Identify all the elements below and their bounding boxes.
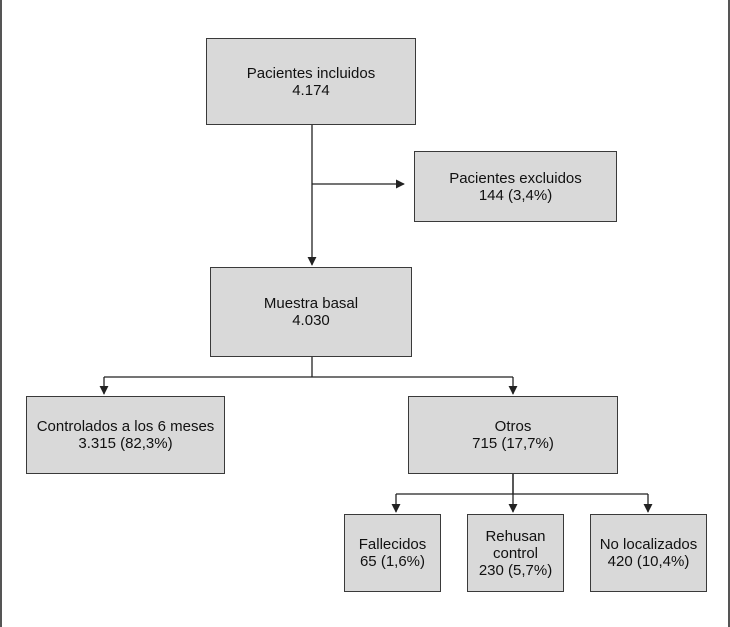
node-no-localizados: No localizados 420 (10,4%) — [590, 514, 707, 592]
node-value: 65 (1,6%) — [359, 553, 426, 570]
node-label: Muestra basal — [263, 295, 359, 312]
node-rehusan-control: Rehusan control 230 (5,7%) — [467, 514, 564, 592]
node-value: 4.174 — [292, 81, 330, 99]
node-otros: Otros 715 (17,7%) — [408, 396, 618, 474]
node-label: Fallecidos — [358, 536, 427, 553]
node-label-line1: Rehusan — [485, 527, 546, 545]
node-value: 420 (10,4%) — [607, 553, 690, 570]
node-value: 144 (3,4%) — [478, 186, 553, 204]
node-pacientes-excluidos: Pacientes excluidos 144 (3,4%) — [414, 151, 617, 222]
node-value: 3.315 (82,3%) — [78, 435, 173, 452]
node-label: Pacientes excluidos — [449, 169, 582, 187]
node-label: Pacientes incluidos — [246, 64, 376, 82]
node-label-line2: control — [492, 544, 539, 562]
node-controlados: Controlados a los 6 meses 3.315 (82,3%) — [26, 396, 225, 474]
node-fallecidos: Fallecidos 65 (1,6%) — [344, 514, 441, 592]
node-value: 715 (17,7%) — [472, 435, 554, 452]
node-value: 4.030 — [292, 312, 330, 329]
node-label: No localizados — [599, 536, 698, 553]
node-muestra-basal: Muestra basal 4.030 — [210, 267, 412, 357]
node-pacientes-incluidos: Pacientes incluidos 4.174 — [206, 38, 416, 125]
node-label: Controlados a los 6 meses — [36, 418, 215, 435]
node-label: Otros — [494, 418, 532, 435]
node-value: 230 (5,7%) — [478, 561, 553, 579]
